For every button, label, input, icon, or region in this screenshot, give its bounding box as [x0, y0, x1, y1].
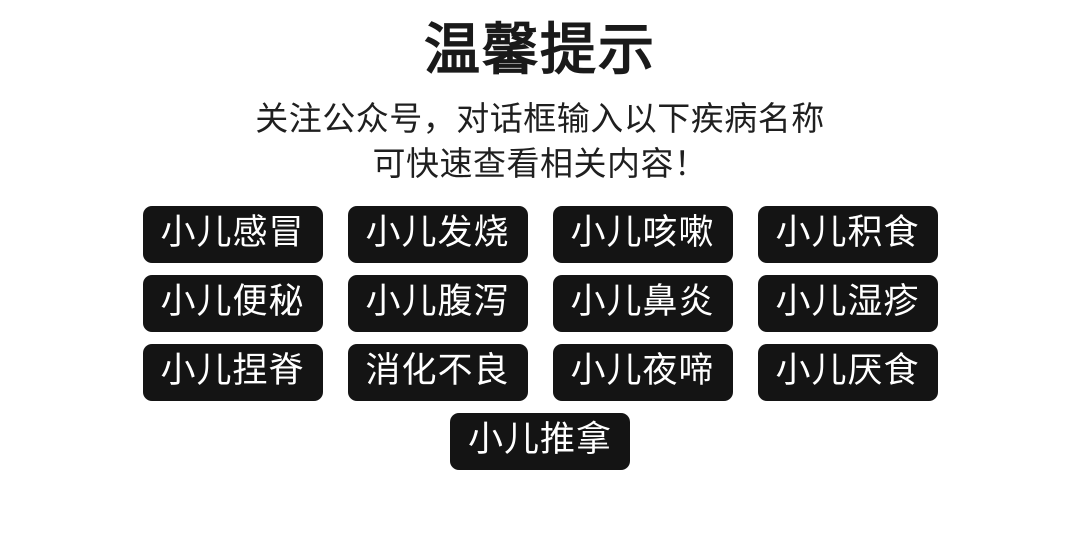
subtitle-line-1: 关注公众号，对话框输入以下疾病名称	[255, 99, 825, 138]
subtitle-line-2: 可快速查看相关内容！	[372, 144, 708, 183]
disease-tag[interactable]: 小儿捏脊	[142, 344, 323, 401]
disease-tag[interactable]: 小儿发烧	[347, 206, 528, 263]
tag-row: 小儿捏脊 消化不良 小儿夜啼 小儿厌食	[142, 344, 938, 401]
disease-tag[interactable]: 小儿夜啼	[552, 344, 733, 401]
disease-tag[interactable]: 消化不良	[347, 344, 528, 401]
disease-tag-grid: 小儿感冒 小儿发烧 小儿咳嗽 小儿积食 小儿便秘 小儿腹泻 小儿鼻炎 小儿湿疹 …	[142, 206, 938, 470]
disease-tag[interactable]: 小儿厌食	[757, 344, 938, 401]
disease-tag[interactable]: 小儿腹泻	[347, 275, 528, 332]
tag-row: 小儿便秘 小儿腹泻 小儿鼻炎 小儿湿疹	[142, 275, 938, 332]
disease-tag[interactable]: 小儿湿疹	[757, 275, 938, 332]
disease-tag[interactable]: 小儿便秘	[142, 275, 323, 332]
disease-tag[interactable]: 小儿推拿	[450, 413, 630, 470]
disease-tag[interactable]: 小儿感冒	[142, 206, 323, 263]
page-title: 温馨提示	[424, 17, 656, 83]
tag-row: 小儿感冒 小儿发烧 小儿咳嗽 小儿积食	[142, 206, 938, 263]
tag-row: 小儿推拿	[450, 413, 630, 470]
disease-tag[interactable]: 小儿鼻炎	[552, 275, 733, 332]
subtitle-block: 关注公众号，对话框输入以下疾病名称 可快速查看相关内容！	[255, 96, 825, 186]
disease-tag[interactable]: 小儿积食	[757, 206, 938, 263]
disease-tag[interactable]: 小儿咳嗽	[552, 206, 733, 263]
